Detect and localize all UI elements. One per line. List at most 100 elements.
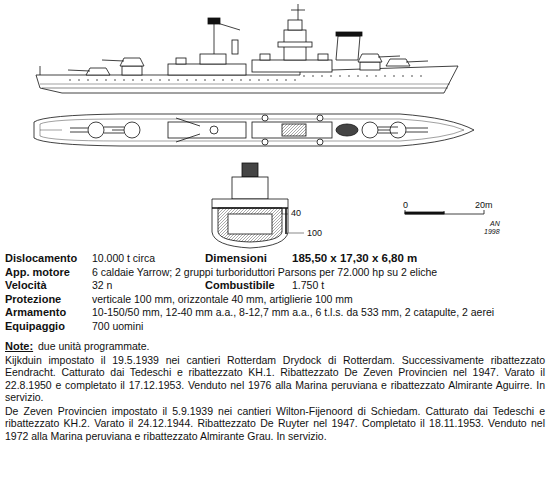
aft-deckhouse — [200, 54, 226, 64]
ship-drawing — [0, 0, 550, 250]
gun-barrel — [378, 56, 400, 57]
porthole — [339, 75, 340, 76]
armour-section — [218, 208, 282, 242]
porthole — [285, 79, 286, 80]
scale-label: 0 — [402, 200, 409, 210]
armour-belt — [285, 208, 287, 234]
funnel-section — [242, 163, 258, 177]
funnel-plan — [336, 124, 358, 136]
porthole — [267, 79, 268, 80]
barbette — [122, 66, 142, 75]
armour-deck — [212, 207, 288, 209]
spec-key: Armamento — [5, 306, 89, 319]
porthole — [231, 79, 232, 80]
spec-key: Protezione — [5, 293, 89, 306]
porthole — [411, 75, 412, 76]
turret-plan — [362, 122, 378, 138]
spec-value: verticale 100 mm, orizzontale 40 mm, art… — [92, 293, 544, 306]
gun-barrel — [112, 130, 124, 131]
aft-superstructure-plan — [168, 122, 246, 138]
note-heading: Note: — [5, 340, 33, 353]
spec-value: 6 caldaie Yarrow; 2 gruppi turboriduttor… — [92, 266, 544, 279]
gun-barrel — [104, 133, 124, 134]
scale-bar — [405, 210, 484, 214]
superstructure-section — [232, 177, 268, 199]
flagstaff — [40, 66, 41, 75]
porthole — [348, 75, 349, 76]
spec-key: Combustibile — [205, 279, 289, 292]
spec-value: 10-150/50 mm, 12-40 mm a.a., 8-12,7 mm a… — [92, 306, 544, 319]
spec-value: 700 uomini — [92, 320, 544, 333]
turret-plan — [390, 122, 406, 138]
aa-mount-plan — [317, 115, 323, 121]
funnel-cap — [336, 32, 362, 36]
note-paragraph: De Zeven Provincien impostato il 5.9.193… — [5, 405, 545, 443]
porthole — [258, 79, 259, 80]
porthole — [420, 75, 421, 76]
plan-view — [34, 114, 474, 146]
gun-turret — [120, 58, 144, 66]
crane-cab — [208, 18, 220, 24]
porthole — [105, 79, 106, 80]
yard — [291, 10, 305, 11]
aft-mast — [232, 40, 238, 54]
crane-post — [214, 20, 215, 54]
spec-key: Dislocamento — [5, 252, 89, 265]
cross-section — [212, 163, 304, 248]
spec-value: 10.000 t circa — [92, 252, 200, 265]
spec-value: 32 n — [92, 279, 200, 292]
leader-line — [282, 208, 283, 214]
porthole — [96, 79, 97, 80]
aft-superstructure — [168, 64, 246, 75]
porthole — [132, 79, 133, 80]
porthole — [87, 79, 88, 80]
leader-line — [288, 233, 304, 234]
porthole — [69, 79, 70, 80]
hull-side — [36, 66, 458, 93]
hull-section — [212, 199, 288, 248]
spec-key: Velocità — [5, 279, 89, 292]
scale-bar — [405, 212, 444, 214]
aa-mount — [318, 54, 328, 60]
gun-barrel — [406, 128, 428, 129]
porthole — [402, 75, 403, 76]
note-paragraph: Kijkduin impostato il 19.5.1939 nei cant… — [5, 354, 545, 404]
gun-barrel — [378, 127, 398, 128]
gun-barrel — [378, 133, 398, 134]
porthole — [141, 79, 142, 80]
porthole-row — [69, 75, 421, 80]
porthole — [123, 79, 124, 80]
gun-barrel — [102, 60, 124, 61]
porthole — [357, 75, 358, 76]
porthole — [393, 75, 394, 76]
aa-mount — [176, 58, 186, 64]
catapult — [176, 118, 200, 126]
funnel — [336, 36, 360, 60]
porthole — [330, 75, 331, 76]
director — [288, 20, 302, 30]
porthole — [114, 79, 115, 80]
dimension-label: 100 — [306, 228, 323, 238]
gun-barrel — [68, 70, 90, 71]
machinery-space — [228, 214, 272, 234]
aa-mount-plan — [262, 115, 268, 121]
porthole — [168, 79, 169, 80]
gun-barrel — [406, 132, 428, 133]
leader-line — [282, 214, 288, 215]
porthole — [186, 79, 187, 80]
scale-bar — [484, 210, 485, 214]
scale-label: 20m — [474, 200, 494, 210]
porthole — [375, 75, 376, 76]
turret-plan — [88, 122, 104, 138]
boot-topping — [40, 84, 450, 85]
hull-plan — [34, 114, 474, 146]
porthole — [222, 79, 223, 80]
porthole — [204, 79, 205, 80]
porthole — [294, 79, 295, 80]
porthole — [240, 79, 241, 80]
signature: AN — [490, 220, 500, 228]
gun-turret — [386, 59, 410, 66]
gun-turret — [358, 54, 382, 62]
gun-turret — [86, 68, 110, 75]
